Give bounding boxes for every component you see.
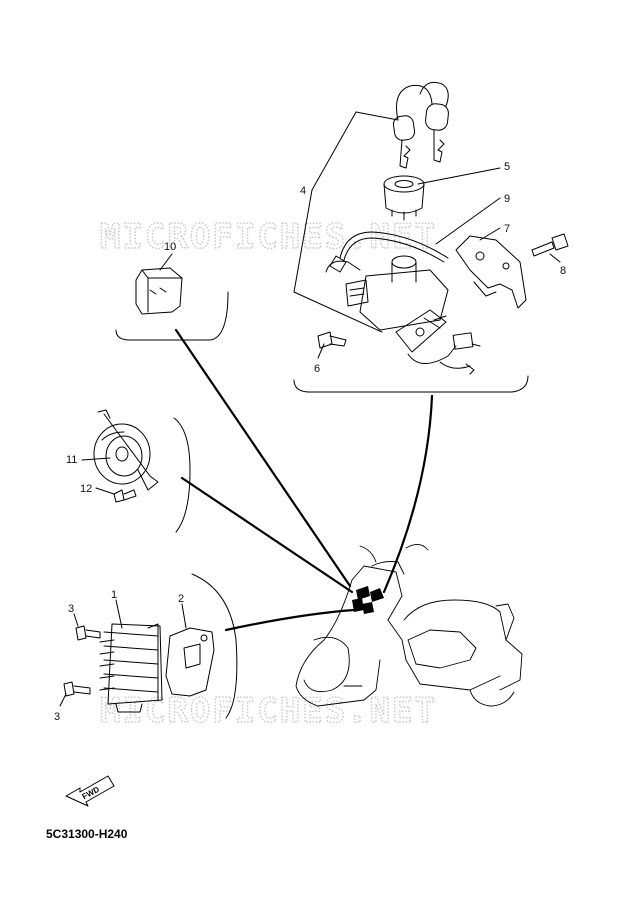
- leader-line-11: [81, 457, 111, 461]
- frame-relay-group: [115, 291, 229, 341]
- screw-12-icon: [113, 489, 137, 503]
- leader-line-4b: [355, 111, 399, 121]
- scooter-icon: [295, 544, 523, 707]
- bolt-3a-icon: [75, 625, 101, 641]
- diagram-code: 5C31300-H240: [46, 827, 128, 841]
- leader-relay: [174, 328, 352, 588]
- seat-lock-latch-icon: [455, 235, 527, 309]
- leader-line-2: [181, 603, 187, 629]
- relay-icon: [135, 267, 183, 315]
- rectifier-regulator-icon: [99, 623, 163, 713]
- callout-9: 9: [504, 193, 510, 205]
- frame-ignition-group: [293, 375, 529, 393]
- callout-8: 8: [560, 265, 566, 277]
- lock-cylinder-icon: [383, 175, 425, 221]
- leader-rectifier: [224, 608, 356, 632]
- callout-2: 2: [178, 593, 184, 605]
- leader-line-8: [549, 253, 561, 263]
- leader-line-4d: [293, 291, 383, 333]
- leader-line-6: [317, 343, 325, 359]
- cable-icon: [329, 231, 449, 273]
- callout-11: 11: [66, 454, 77, 466]
- watermark-bottom: MICROFICHES.NET: [100, 691, 437, 731]
- bolt-8-icon: [531, 233, 569, 257]
- watermark-top: MICROFICHES.NET: [100, 217, 437, 257]
- fwd-arrow-icon: [65, 775, 115, 807]
- callout-3-bottom: 3: [54, 711, 60, 723]
- callout-3-top: 3: [68, 603, 74, 615]
- bolt-3b-icon: [63, 681, 91, 697]
- callout-6: 6: [314, 363, 320, 375]
- key-icon: [392, 81, 449, 169]
- leader-line-9: [435, 197, 501, 245]
- leader-line-4a: [311, 111, 357, 191]
- leader-horn: [180, 476, 354, 594]
- callout-12: 12: [80, 483, 92, 495]
- callout-1: 1: [111, 589, 117, 601]
- callout-5: 5: [504, 161, 510, 173]
- leader-line-4c: [293, 189, 313, 293]
- frame-rectifier-group: [191, 573, 238, 719]
- leader-line-1: [115, 599, 123, 629]
- leader-ignition: [382, 394, 434, 594]
- scooter-component-markers: [352, 586, 384, 614]
- callout-4: 4: [300, 185, 306, 197]
- leader-line-3a: [73, 613, 79, 627]
- leader-line-10: [159, 253, 173, 271]
- leader-line-5: [417, 167, 501, 185]
- callout-10: 10: [164, 241, 176, 253]
- bracket-icon: [165, 627, 215, 697]
- main-switch-icon: [325, 255, 481, 375]
- leader-line-12: [95, 487, 115, 495]
- screw-6-icon: [317, 331, 347, 349]
- callout-7: 7: [504, 223, 510, 235]
- horn-icon: [93, 409, 159, 491]
- leader-line-3b: [59, 693, 67, 707]
- frame-horn-group: [173, 417, 191, 533]
